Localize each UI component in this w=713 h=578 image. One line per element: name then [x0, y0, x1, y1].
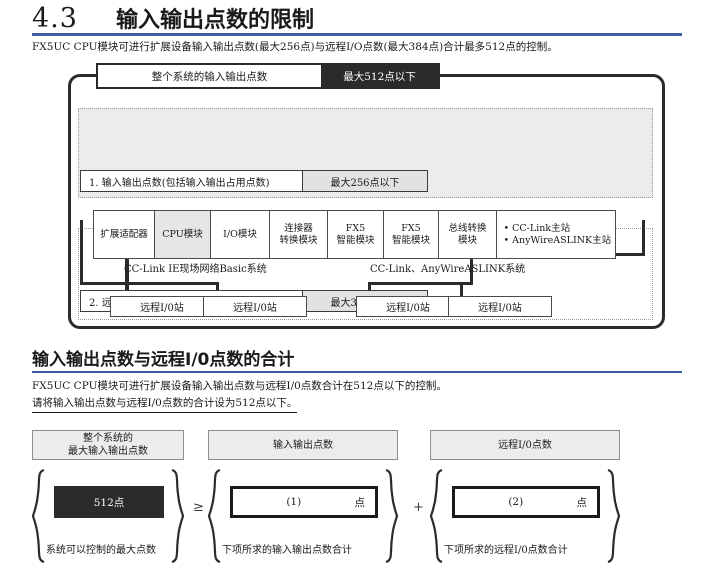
- summary-paragraph-2: 请将输入输出点数与远程I/0点数的合计设为512点以下。: [32, 396, 298, 413]
- formula-note: 下项所求的远程I/0点数合计: [444, 545, 568, 556]
- brace-left-icon: [430, 468, 444, 564]
- formula-caption-line1: 远程I/0点数: [498, 439, 552, 451]
- summary-paragraph-1: FX5UC CPU模块可进行扩展设备输入输出点数与远程I/0点数合计在512点以…: [32, 380, 447, 392]
- formula-value-box[interactable]: (1) 点: [230, 486, 378, 518]
- region1-label: 1. 输入输出点数(包括输入输出占用点数): [81, 171, 302, 191]
- module-label-line: 智能模块: [336, 234, 375, 246]
- network-label-cclink-anywire: CC-Link、AnyWireASLINK系统: [370, 264, 526, 275]
- formula-value-box: 512点: [54, 486, 164, 518]
- module-label-line: FX5: [401, 222, 421, 234]
- brace-right-icon: [170, 468, 184, 564]
- formula-group-io-points: 输入输出点数 (1) 点 下项所求的输入输出点数合计: [208, 430, 398, 564]
- formula-group-remote-io: 远程I/0点数 (2) 点 下项所求的远程I/0点数合计: [430, 430, 620, 564]
- connector-cpu-vertical: [125, 259, 129, 296]
- module-label-line: 转换模块: [279, 234, 318, 246]
- connector-right-riser: [470, 253, 473, 285]
- module-bullet-line: • CC-Link主站: [503, 222, 571, 234]
- connector-drop-right-1: [368, 282, 371, 296]
- operator-greater-equal: ≥: [193, 500, 204, 515]
- module-bullet-line: • AnyWireASLINK主站: [503, 234, 612, 246]
- module-label-line: CPU模块: [162, 228, 203, 240]
- section-rule: [32, 33, 682, 36]
- module-label-line: 总线转换: [448, 222, 487, 234]
- connector-bus-right: [368, 282, 473, 285]
- connector-right-to-module: [642, 220, 645, 256]
- section-intro-text: FX5UC CPU模块可进行扩展设备输入输出点数(最大256点)与远程I/O点数…: [32, 41, 558, 53]
- brace-left-icon: [32, 468, 46, 564]
- module-label-line: I/O模块: [223, 228, 257, 240]
- section-heading: 4.3 输入输出点数的限制: [32, 2, 682, 34]
- system-points-diagram: 整个系统的输入输出点数 最大512点以下 1. 输入输出点数(包括输入输出占用点…: [0, 60, 713, 345]
- diagram-titlebar: 整个系统的输入输出点数 最大512点以下: [96, 63, 440, 89]
- module-box: 连接器转换模块: [268, 210, 329, 259]
- module-label-line: 模块: [457, 234, 477, 246]
- region1-label-bar: 1. 输入输出点数(包括输入输出占用点数) 最大256点以下: [80, 170, 428, 192]
- formula-row: ≥ + 整个系统的 最大输入输出点数 512点 系统可以控制的最: [0, 430, 713, 578]
- formula-group-system-max: 整个系统的 最大输入输出点数 512点 系统可以控制的最大点数: [32, 430, 184, 564]
- network-label-cclink-ie: CC-Link IE现场网络Basic系统: [124, 264, 267, 275]
- section-title: 输入输出点数的限制: [115, 8, 314, 33]
- formula-caption-line1: 输入输出点数: [273, 439, 333, 451]
- brace-right-icon: [606, 468, 620, 564]
- module-label-line: 连接器: [284, 222, 313, 234]
- connector-bus-left-riser: [80, 220, 83, 285]
- formula-value-box[interactable]: (2) 点: [452, 486, 600, 518]
- formula-caption: 输入输出点数: [208, 430, 398, 460]
- titlebar-label: 整个系统的输入输出点数: [98, 65, 321, 87]
- connector-drop-left-2: [216, 282, 219, 296]
- formula-note: 下项所求的输入输出点数合计: [222, 545, 352, 556]
- formula-caption: 远程I/0点数: [430, 430, 620, 460]
- formula-value: 512点: [93, 496, 125, 509]
- formula-value: (2): [508, 496, 524, 508]
- section-number: 4.3: [32, 3, 78, 34]
- module-box: CPU模块: [153, 210, 212, 259]
- module-box: • CC-Link主站• AnyWireASLINK主站: [495, 210, 616, 259]
- remote-io-station: 远程I/0站: [203, 296, 307, 317]
- formula-body: 512点 系统可以控制的最大点数: [32, 468, 184, 564]
- connector-bus-left: [82, 282, 219, 285]
- formula-caption-line2: 最大输入输出点数: [68, 446, 148, 457]
- region1-value: 最大256点以下: [302, 171, 427, 191]
- module-box: I/O模块: [210, 210, 270, 259]
- brace-left-icon: [208, 468, 222, 564]
- brace-right-icon: [384, 468, 398, 564]
- formula-value: (1): [286, 496, 302, 508]
- module-label-line: 智能模块: [391, 234, 430, 246]
- module-label-line: FX5: [345, 222, 366, 234]
- titlebar-value: 最大512点以下: [321, 65, 438, 87]
- summary-heading: 输入输出点数与远程I/0点数的合计: [32, 350, 295, 370]
- remote-io-station: 远程I/0站: [356, 296, 460, 317]
- connector-drop-right-2: [460, 282, 463, 296]
- formula-body: (2) 点 下项所求的远程I/0点数合计: [430, 468, 620, 564]
- module-label-line: 扩展适配器: [100, 228, 148, 240]
- operator-plus: +: [413, 500, 424, 515]
- summary-rule: [32, 371, 682, 373]
- formula-unit: 点: [576, 496, 588, 509]
- module-box: 扩展适配器: [93, 210, 155, 259]
- formula-caption-line1: 整个系统的: [83, 433, 133, 444]
- module-box: 总线转换模块: [438, 210, 497, 259]
- formula-note: 系统可以控制的最大点数: [46, 545, 156, 556]
- remote-io-station: 远程I/0站: [448, 296, 552, 317]
- formula-body: (1) 点 下项所求的输入输出点数合计: [208, 468, 398, 564]
- formula-caption: 整个系统的 最大输入输出点数: [32, 430, 184, 460]
- formula-unit: 点: [354, 496, 366, 509]
- remote-io-station: 远程I/0站: [110, 296, 214, 317]
